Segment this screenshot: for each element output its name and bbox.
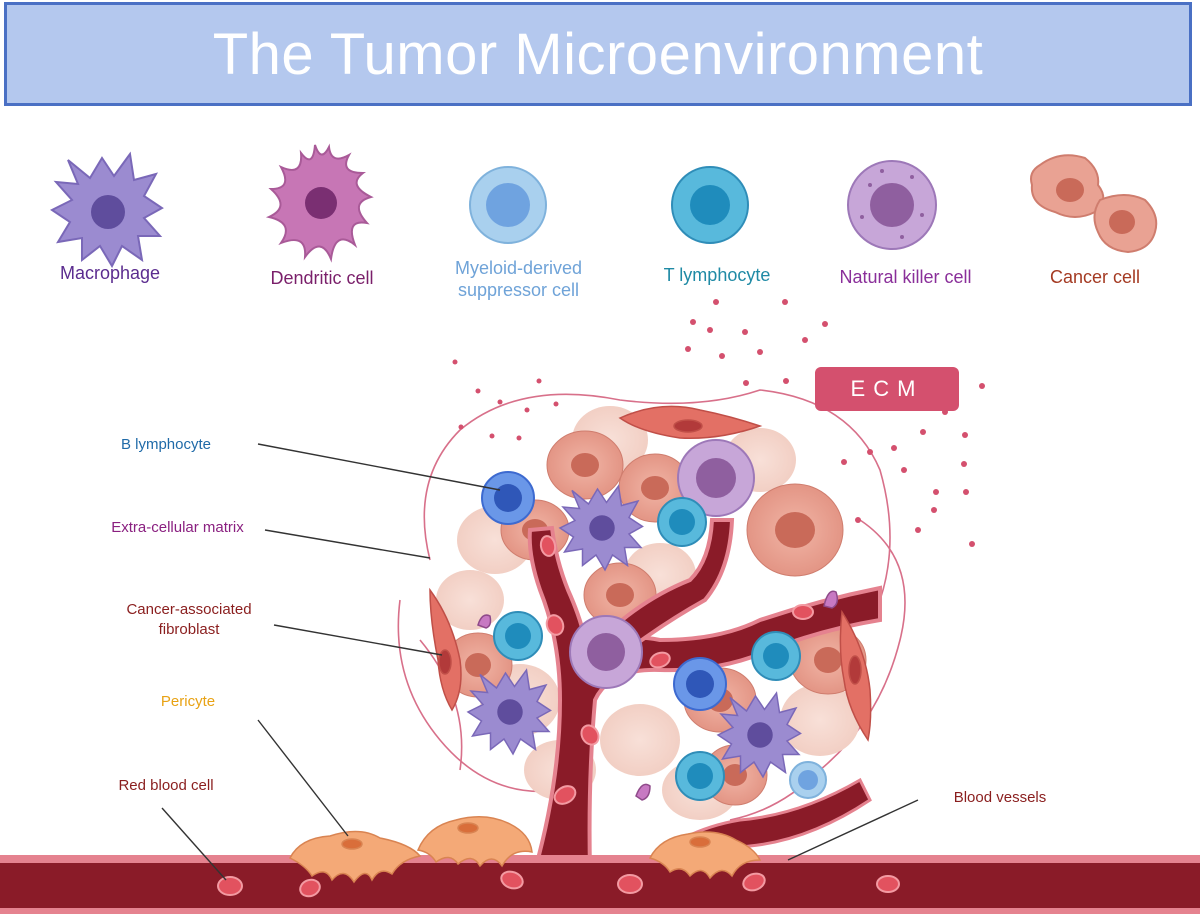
nk-cell-icon [847, 160, 937, 250]
t-lymphocyte [493, 611, 543, 661]
cancer-cell [746, 483, 844, 577]
legend-dendritic-label: Dendritic cell [270, 268, 374, 288]
title-banner: The Tumor Microenvironment [4, 2, 1192, 106]
main-blood-vessel [0, 855, 1200, 914]
t-lymphocyte [751, 631, 801, 681]
t-lymphocyte [675, 751, 725, 801]
red-blood-cells [217, 535, 900, 898]
callout-caf: Cancer-associated fibroblast [126, 601, 252, 638]
legend-t-lymphocyte-label: T lymphocyte [663, 265, 771, 285]
macrophage-icon [50, 151, 164, 269]
t-lymphocyte-icon [671, 166, 749, 244]
mdsc-icon [469, 166, 547, 244]
cancer-cell-icon [1030, 154, 1158, 254]
pericytes [288, 816, 762, 884]
legend-mdsc-label: Myeloid-derived suppressor cell [454, 258, 583, 300]
nk-cell [569, 615, 643, 689]
legend-cancer-label: Cancer cell [1049, 267, 1141, 287]
b-lymphocyte [673, 657, 727, 711]
ecm-tag: ECM [815, 367, 959, 411]
callout-ecm: Extra-cellular matrix [111, 519, 244, 536]
callout-rbc: Red blood cell [118, 777, 214, 794]
vessel-pericyte-bumps [477, 590, 839, 801]
b-lymphocyte [481, 471, 535, 525]
macrophage [716, 691, 802, 779]
macrophage [558, 484, 644, 572]
mdsc [789, 761, 827, 799]
callout-vessels: Blood vessels [953, 789, 1047, 806]
callout-b-lymphocyte: B lymphocyte [120, 436, 212, 453]
macrophage [466, 668, 552, 756]
nk-cell [677, 439, 755, 517]
callout-pericyte: Pericyte [160, 693, 216, 710]
dendritic-cell-icon [265, 143, 374, 263]
fibroblasts [429, 405, 872, 742]
callout-lines [161, 443, 919, 881]
page-title: The Tumor Microenvironment [212, 21, 984, 87]
legend-macrophage-label: Macrophage [59, 263, 161, 283]
t-lymphocyte [657, 497, 707, 547]
tumor-cancer-cells [443, 430, 867, 806]
cancer-cell [546, 430, 624, 500]
legend-nk-label: Natural killer cell [839, 267, 972, 287]
